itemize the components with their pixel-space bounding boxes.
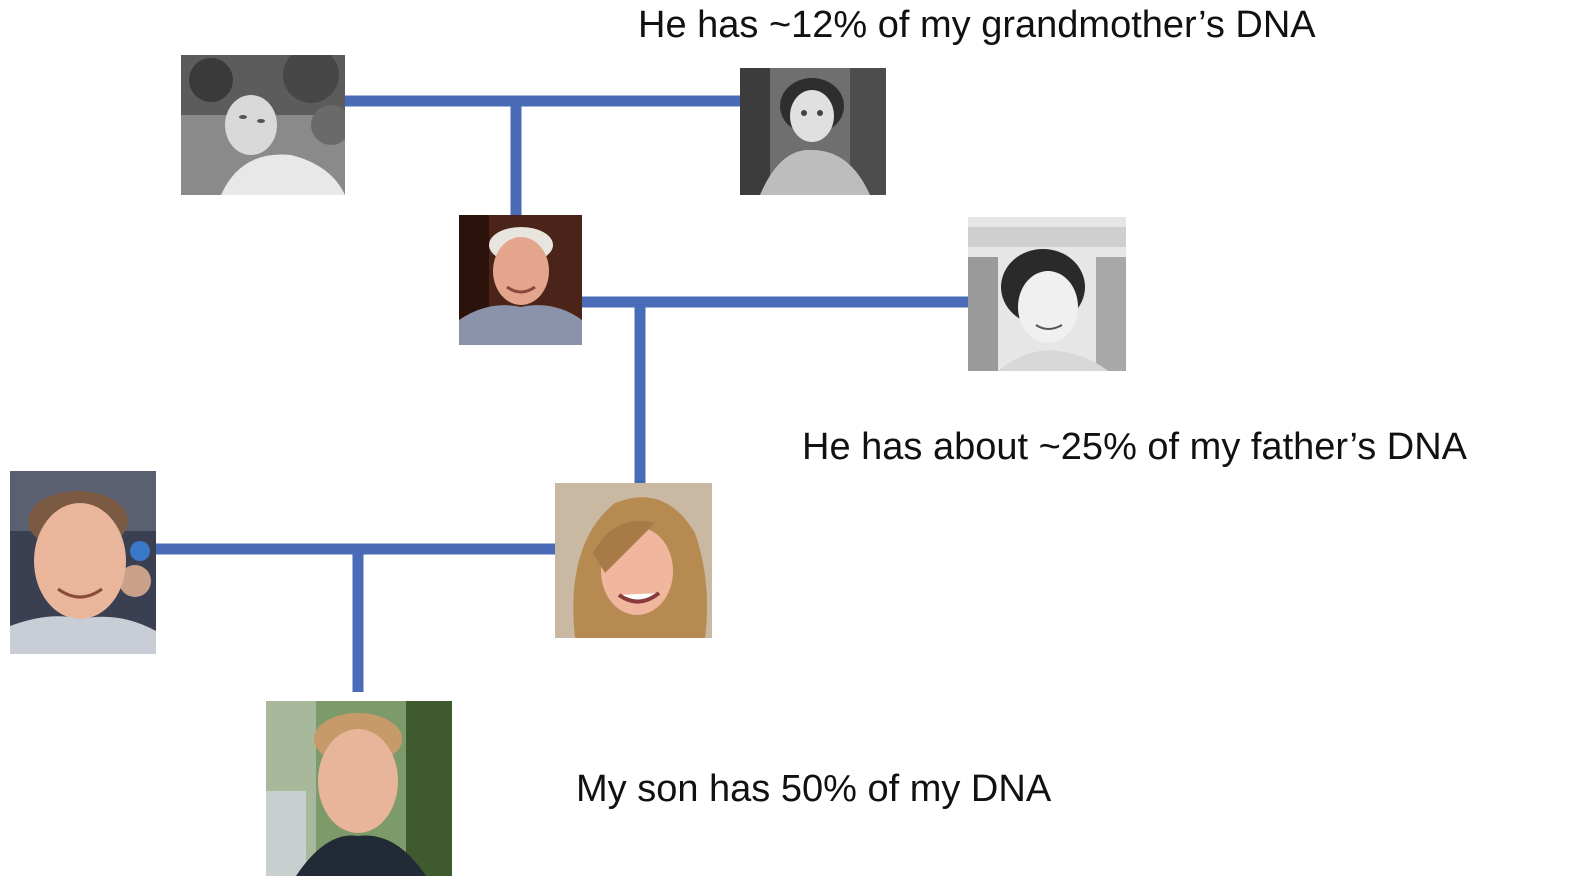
father-photo [459,215,582,345]
caption-son-dna: My son has 50% of my DNA [576,768,1052,810]
husband-photo [10,471,156,654]
son-photo [266,701,452,876]
grandmother-photo [740,68,886,195]
self-photo [555,483,712,638]
caption-father-dna: He has about ~25% of my father’s DNA [802,426,1467,468]
caption-grandmother-dna: He has ~12% of my grandmother’s DNA [638,4,1316,46]
mother-photo [968,217,1126,371]
grandfather-photo [181,55,345,195]
